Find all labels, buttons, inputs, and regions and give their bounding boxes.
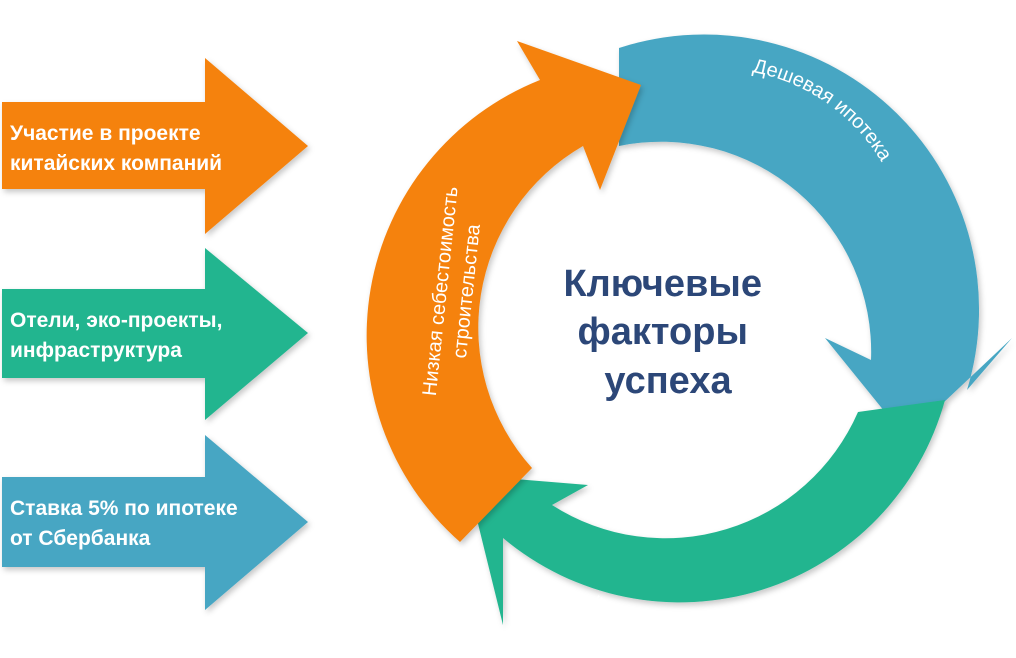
cycle-segment-blue-shape bbox=[619, 34, 1012, 438]
cycle-center-title: Ключевые факторы успеха bbox=[563, 263, 772, 402]
left-arrow-2-label-line2: инфраструктура bbox=[10, 339, 182, 362]
cycle-center-title-line2: факторы bbox=[578, 311, 748, 353]
cycle-center-title-line1: Ключевые bbox=[563, 263, 761, 305]
left-arrow-2-label: Отели, эко-проекты, инфраструктура bbox=[10, 309, 228, 362]
left-arrow-3-label-line2: от Сбербанка bbox=[10, 527, 151, 550]
cycle-center-title-line3: успеха bbox=[604, 360, 732, 402]
left-arrow-3-shape bbox=[2, 435, 308, 610]
cycle-segment-green bbox=[466, 400, 945, 625]
left-arrow-2-label-line1: Отели, эко-проекты, bbox=[10, 309, 222, 332]
cycle-segment-green-shape bbox=[466, 400, 945, 625]
left-arrow-1-shape bbox=[2, 58, 308, 234]
left-arrow-3-label: Ставка 5% по ипотеке от Сбербанка bbox=[10, 497, 244, 550]
left-arrow-2 bbox=[2, 248, 308, 420]
left-arrow-3-label-line1: Ставка 5% по ипотеке bbox=[10, 497, 238, 520]
left-arrow-2-shape bbox=[2, 248, 308, 420]
left-arrow-3 bbox=[2, 435, 308, 610]
cycle-segment-blue bbox=[619, 34, 1012, 438]
left-arrow-1 bbox=[2, 58, 308, 234]
cycle-segment-orange bbox=[366, 41, 641, 542]
cycle-segment-orange-shape bbox=[366, 41, 641, 542]
left-arrow-1-label: Участие в проекте китайских компаний bbox=[10, 122, 222, 175]
left-arrow-1-label-line1: Участие в проекте bbox=[10, 122, 201, 145]
left-arrow-1-label-line2: китайских компаний bbox=[10, 152, 222, 175]
